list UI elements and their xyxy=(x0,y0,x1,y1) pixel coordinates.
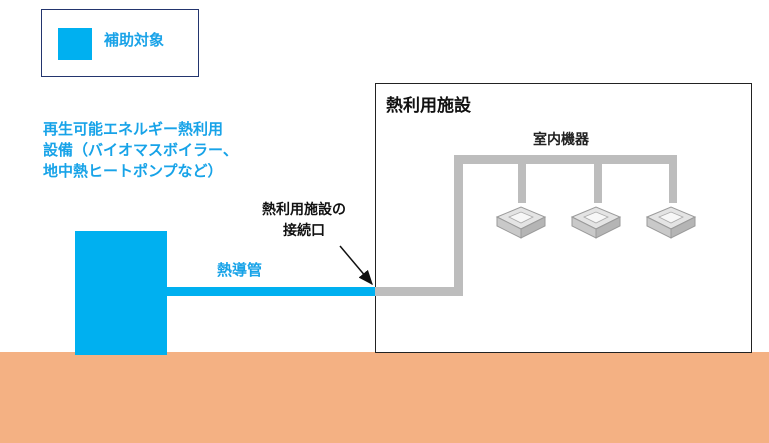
indoor-pipe-drop xyxy=(594,155,602,203)
connection-label: 熱利用施設の 接続口 xyxy=(262,202,346,239)
indoor-unit-icon xyxy=(570,206,622,239)
indoor-pipe-vertical xyxy=(454,155,463,296)
indoor-pipe-top xyxy=(454,155,677,164)
legend-label: 補助対象 xyxy=(104,31,165,49)
heat-facility-title: 熱利用施設 xyxy=(386,96,471,116)
equipment-label: 再生可能エネルギー熱利用 設備（バイオマスボイラー、 地中熱ヒートポンプなど） xyxy=(43,120,238,180)
indoor-unit-icon xyxy=(495,206,547,239)
legend-swatch xyxy=(58,28,92,60)
indoor-equipment-label: 室内機器 xyxy=(533,132,589,148)
indoor-pipe-drop xyxy=(518,155,526,203)
heat-equipment-block xyxy=(75,231,167,355)
heat-pipe xyxy=(167,287,375,296)
indoor-pipe-drop xyxy=(669,155,677,203)
heat-pipe-label: 熱導管 xyxy=(217,261,263,279)
indoor-unit-icon xyxy=(645,206,697,239)
indoor-pipe-horizontal xyxy=(375,287,463,296)
ground xyxy=(0,352,769,443)
